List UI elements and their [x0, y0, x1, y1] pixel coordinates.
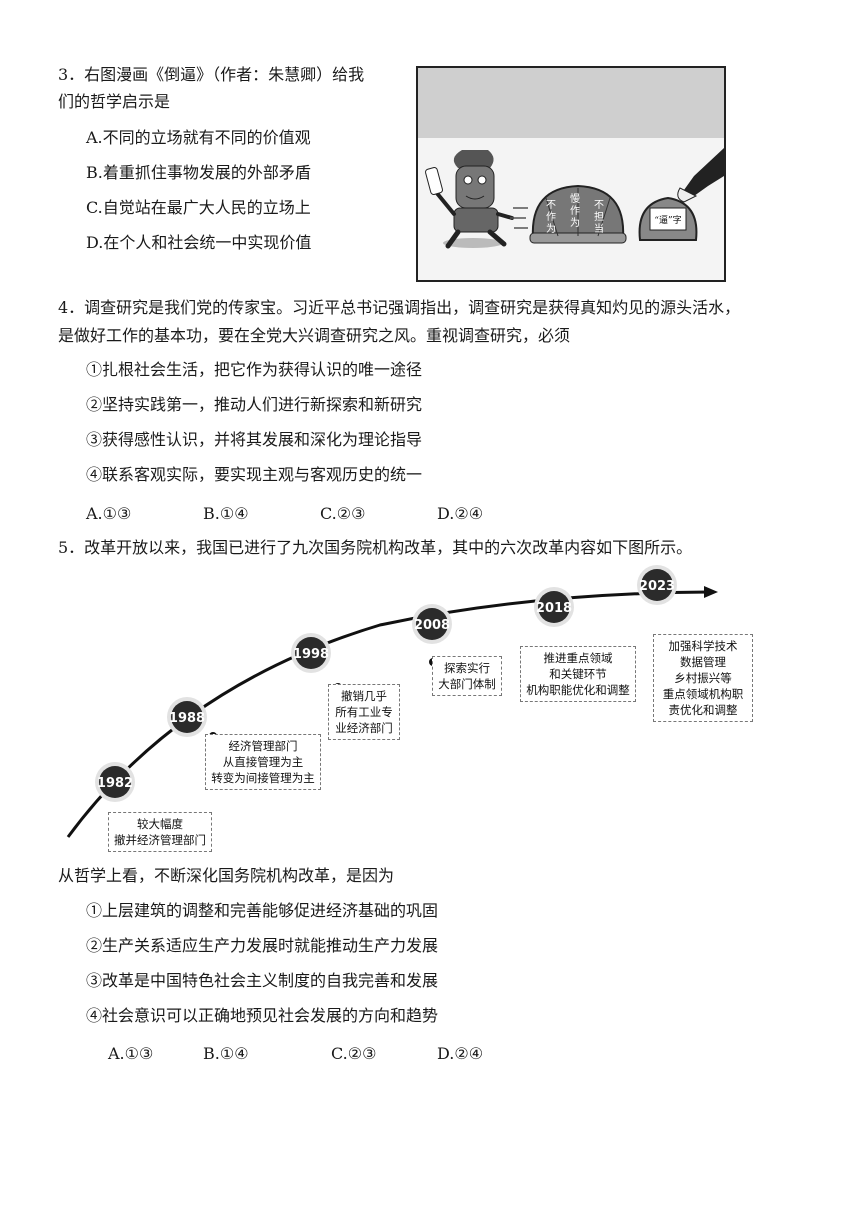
q5-question: 从哲学上看，不断深化国务院机构改革，是因为 [58, 866, 395, 885]
q4-choice-a: A.①③ [86, 504, 132, 523]
year-label: 2018 [536, 601, 572, 616]
year-node-1998: 1998 [291, 633, 331, 673]
reform-box-2018: 推进重点领域 和关键环节 机构职能优化和调整 [520, 646, 636, 702]
q4-stem-line2: 是做好工作的基本功，要在全党大兴调查研究之风。重视调查研究，必须 [58, 326, 571, 345]
shell-char: 作 [546, 211, 556, 223]
q4-item-4: ④联系客观实际，要实现主观与客观历史的统一 [86, 465, 423, 484]
reform-box-1988: 经济管理部门 从直接管理为主 转变为间接管理为主 [205, 734, 321, 790]
q4-item-3: ③获得感性认识，并将其发展和深化为理论指导 [86, 430, 423, 449]
year-label: 1998 [293, 647, 329, 662]
shell-char: 慢 [570, 193, 580, 205]
shell-char: 当 [594, 222, 604, 235]
shell-char: 不 [594, 200, 604, 211]
q4-choice-d: D.②④ [437, 504, 484, 523]
q3-option-d: D.在个人和社会统一中实现价值 [86, 233, 312, 252]
q5-stem: 5．改革开放以来，我国已进行了九次国务院机构改革，其中的六次改革内容如下图所示。 [58, 538, 693, 557]
shell-char: 作 [570, 205, 580, 217]
q5-item-1: ①上层建筑的调整和完善能够促进经济基础的巩固 [86, 901, 439, 920]
q3-cartoon: 不 慢 不 作 作 担 为 为 当 “逼”字 [416, 66, 726, 282]
q4-stem-line1: 4．调查研究是我们党的传家宝。习近平总书记强调指出，调查研究是获得真知灼见的源头… [58, 298, 741, 317]
shell-char: 为 [546, 223, 556, 235]
bowl-figure: “逼”字 [638, 148, 724, 241]
q4-choice-c: C.②③ [320, 504, 366, 523]
q3-option-c: C.自觉站在最广大人民的立场上 [86, 198, 311, 217]
year-label: 1982 [97, 776, 133, 791]
q5-choice-c: C.②③ [331, 1044, 377, 1063]
q4-item-1: ①扎根社会生活，把它作为获得认识的唯一途径 [86, 360, 423, 379]
q5-choice-b: B.①④ [203, 1044, 249, 1063]
year-node-2008: 2008 [412, 604, 452, 644]
q5-item-3: ③改革是中国特色社会主义制度的自我完善和发展 [86, 971, 439, 990]
bowl-label: “逼”字 [654, 214, 681, 226]
q5-item-4: ④社会意识可以正确地预见社会发展的方向和趋势 [86, 1006, 439, 1025]
year-node-2023: 2023 [637, 565, 677, 605]
year-node-1982: 1982 [95, 762, 135, 802]
shell-char: 为 [570, 217, 580, 229]
reform-box-1998: 撤销几乎 所有工业专 业经济部门 [328, 684, 400, 740]
q3-stem-line1: 3．右图漫画《倒逼》（作者：朱慧卿）给我 [58, 65, 365, 84]
q5-choice-a: A.①③ [108, 1044, 154, 1063]
year-label: 1988 [169, 711, 205, 726]
reform-box-2023: 加强科学技术 数据管理 乡村振兴等 重点领域机构职 责优化和调整 [653, 634, 753, 722]
reform-box-2008: 探索实行 大部门体制 [432, 656, 502, 696]
shell-figure: 不 慢 不 作 作 担 为 为 当 [529, 184, 627, 244]
shell-char: 不 [546, 200, 556, 211]
shell-char: 担 [594, 211, 604, 223]
reform-timeline: 1982 1988 1998 2008 2018 2023 [60, 565, 770, 855]
year-label: 2008 [414, 618, 450, 633]
q4-item-2: ②坚持实践第一，推动人们进行新探索和新研究 [86, 395, 423, 414]
q5-item-2: ②生产关系适应生产力发展时就能推动生产力发展 [86, 936, 439, 955]
q5-choice-d: D.②④ [437, 1044, 484, 1063]
year-label: 2023 [639, 579, 675, 594]
year-node-1988: 1988 [167, 697, 207, 737]
q4-choice-b: B.①④ [203, 504, 249, 523]
year-node-2018: 2018 [534, 587, 574, 627]
q3-option-a: A.不同的立场就有不同的价值观 [86, 128, 311, 147]
q3-stem-line2: 们的哲学启示是 [58, 92, 171, 111]
q3-option-b: B.着重抓住事物发展的外部矛盾 [86, 163, 311, 182]
reform-box-1982: 较大幅度 撤并经济管理部门 [108, 812, 212, 852]
running-man-figure [425, 150, 514, 249]
